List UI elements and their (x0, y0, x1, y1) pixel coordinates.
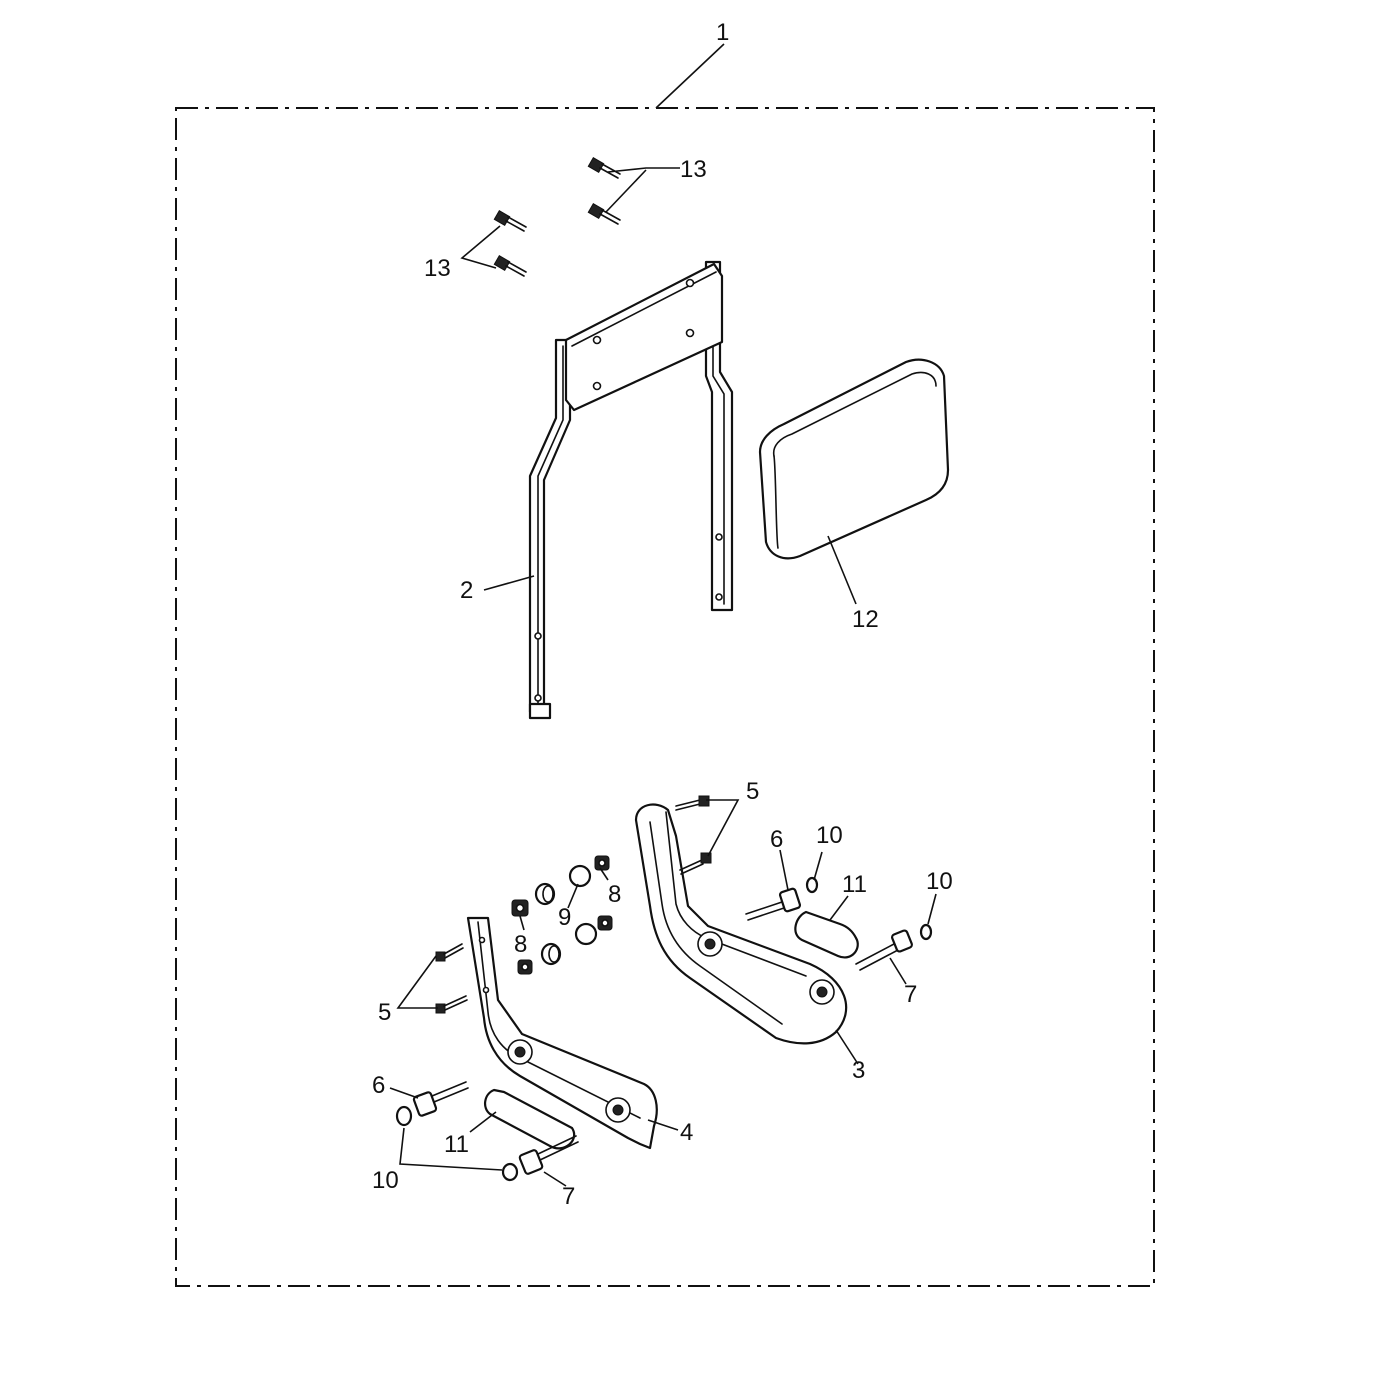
washer-10-left-a (395, 1105, 413, 1127)
callout-5-left: 5 (378, 999, 391, 1026)
callout-11-right: 11 (842, 871, 867, 898)
backrest-frame (528, 260, 734, 720)
backrest-pad (758, 358, 950, 560)
callout-10-right-b: 10 (926, 868, 953, 895)
callout-13-left: 13 (424, 255, 451, 282)
callout-6-left: 6 (372, 1072, 385, 1099)
bolt-6-left (412, 1081, 469, 1117)
bush-9-d (540, 942, 562, 966)
callout-10-left: 10 (372, 1167, 399, 1194)
callout-11-left: 11 (444, 1131, 469, 1158)
nut-8-c (597, 915, 613, 931)
callout-6-right: 6 (770, 826, 783, 853)
screw-13-c (493, 209, 527, 232)
screw-13-a (587, 156, 621, 179)
washer-10-right-b (919, 923, 933, 941)
bolt-7-left (518, 1135, 579, 1175)
bolt-6-right (745, 887, 802, 921)
kit-boundary (175, 107, 1155, 1287)
callout-10-right-a: 10 (816, 822, 843, 849)
callout-8-right: 8 (608, 881, 621, 908)
bracket-left (466, 916, 658, 1150)
screw-5-right-b (679, 852, 712, 875)
nut-8-b (511, 899, 529, 917)
callout-7-left: 7 (562, 1183, 575, 1210)
callout-8-left: 8 (514, 931, 527, 958)
callout-4-bracket: 4 (680, 1119, 693, 1146)
pad-11-right (794, 910, 859, 959)
washer-10-left-b (501, 1162, 519, 1182)
callout-3-bracket: 3 (852, 1057, 865, 1084)
callout-5-top: 5 (746, 778, 759, 805)
screw-13-d (493, 254, 527, 277)
callout-13-right: 13 (680, 156, 707, 183)
screw-5-left-a (435, 943, 464, 962)
nut-8-a (594, 855, 610, 871)
bracket-right (634, 803, 848, 1045)
bush-9-c (574, 922, 598, 946)
screw-13-b (587, 202, 621, 225)
callout-1-kit: 1 (716, 19, 729, 46)
bush-9-b (534, 882, 556, 906)
washer-10-right-a (805, 876, 819, 894)
callout-9-bush: 9 (558, 904, 571, 931)
bush-9-a (568, 864, 592, 888)
callout-7-right: 7 (904, 981, 917, 1008)
pad-11-left (484, 1088, 576, 1150)
nut-8-d (517, 959, 533, 975)
bolt-7-right (855, 929, 913, 971)
screw-5-left-b (435, 995, 468, 1014)
screw-5-right-a (675, 795, 710, 811)
callout-12-backrest-pad: 12 (852, 606, 879, 633)
callout-2-frame: 2 (460, 577, 473, 604)
